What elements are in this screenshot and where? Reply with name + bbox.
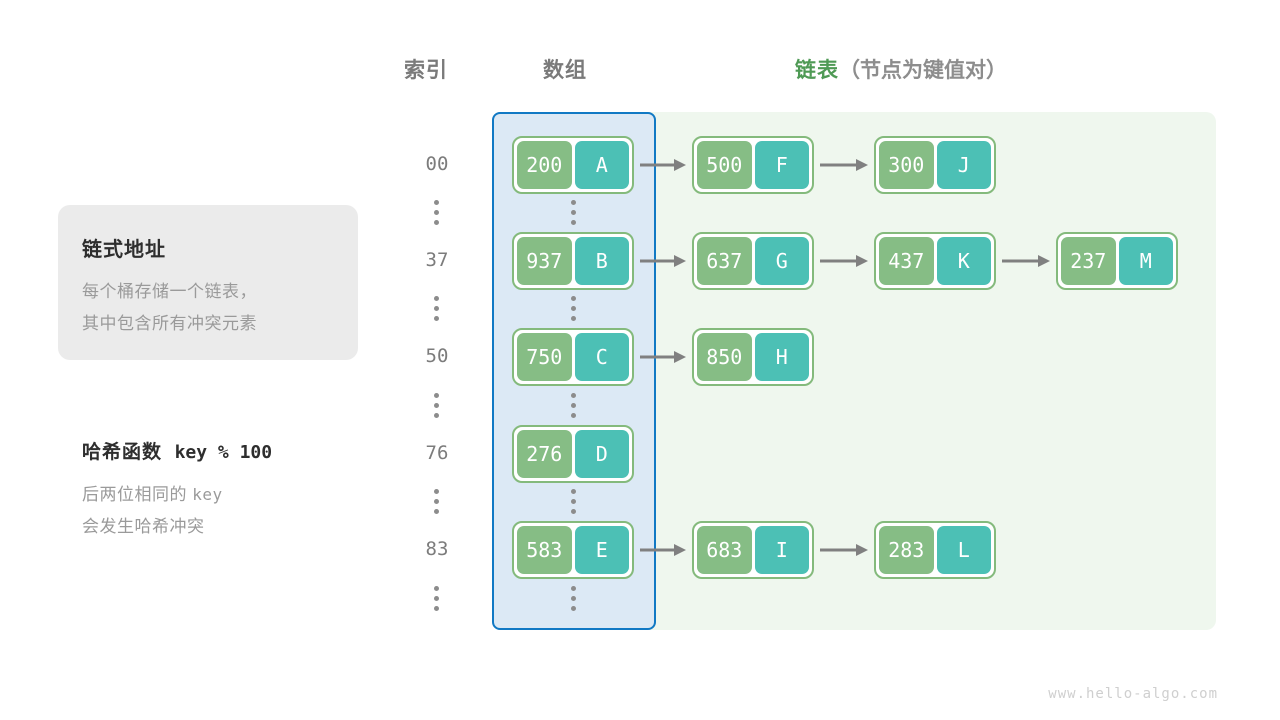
footer-watermark: www.hello-algo.com xyxy=(1048,686,1218,702)
node-value: E xyxy=(574,526,629,574)
header-linked-list-main: 链表 xyxy=(795,59,839,82)
array-ellipsis xyxy=(571,586,577,612)
chain-arrow-icon xyxy=(820,254,868,268)
info-card xyxy=(58,205,358,360)
header-index: 索引 xyxy=(404,59,448,82)
header-array: 数组 xyxy=(543,59,587,82)
node-value: I xyxy=(754,526,809,574)
node-key: 437 xyxy=(879,237,934,285)
node-value: L xyxy=(936,526,991,574)
node-key: 850 xyxy=(697,333,752,381)
index-ellipsis xyxy=(434,393,440,419)
node-key: 283 xyxy=(879,526,934,574)
header-linked-list-sub: （节点为键值对） xyxy=(839,59,1007,82)
chain-arrow-icon xyxy=(640,158,686,172)
info-card-line-2: 其中包含所有冲突元素 xyxy=(82,314,257,333)
chain-arrow-icon xyxy=(640,350,686,364)
chain-arrow-icon xyxy=(820,543,868,557)
node-key: 683 xyxy=(697,526,752,574)
hash-note-line-1: 后两位相同的 key xyxy=(82,479,223,511)
hash-note-line-1-mono: key xyxy=(192,485,223,504)
node-key: 583 xyxy=(517,526,572,574)
hash-note-line-1-prefix: 后两位相同的 xyxy=(82,485,193,504)
node-value: K xyxy=(936,237,991,285)
hash-note-body: 后两位相同的 key 会发生哈希冲突 xyxy=(82,479,223,543)
array-ellipsis xyxy=(571,393,577,419)
info-card-line-1: 每个桶存储一个链表， xyxy=(82,282,257,301)
node-key: 937 xyxy=(517,237,572,285)
hash-note-title: 哈希函数 key % 100 xyxy=(82,437,272,464)
index-ellipsis xyxy=(434,296,440,322)
node-value: H xyxy=(754,333,809,381)
hash-note-title-label: 哈希函数 xyxy=(82,442,163,463)
index-label: 50 xyxy=(425,345,449,367)
index-label: 76 xyxy=(425,442,449,464)
index-label: 83 xyxy=(425,538,449,560)
hash-note-formula: key % 100 xyxy=(174,442,273,463)
node-key: 200 xyxy=(517,141,572,189)
index-label: 00 xyxy=(425,153,449,175)
node-key: 276 xyxy=(517,430,572,478)
array-ellipsis xyxy=(571,200,577,226)
node-value: F xyxy=(754,141,809,189)
node-key: 300 xyxy=(879,141,934,189)
array-ellipsis xyxy=(571,489,577,515)
array-ellipsis xyxy=(571,296,577,322)
header-linked-list: 链表（节点为键值对） xyxy=(795,54,1007,84)
node-value: M xyxy=(1118,237,1173,285)
index-ellipsis xyxy=(434,200,440,226)
node-key: 750 xyxy=(517,333,572,381)
node-value: J xyxy=(936,141,991,189)
node-key: 237 xyxy=(1061,237,1116,285)
node-key: 500 xyxy=(697,141,752,189)
chain-arrow-icon xyxy=(640,254,686,268)
info-card-title: 链式地址 xyxy=(82,239,166,261)
hash-note-line-2: 会发生哈希冲突 xyxy=(82,517,205,536)
node-value: C xyxy=(574,333,629,381)
index-ellipsis xyxy=(434,586,440,612)
node-value: A xyxy=(574,141,629,189)
node-value: G xyxy=(754,237,809,285)
index-label: 37 xyxy=(425,249,449,271)
chain-arrow-icon xyxy=(820,158,868,172)
node-value: B xyxy=(574,237,629,285)
node-value: D xyxy=(574,430,629,478)
info-card-body: 每个桶存储一个链表， 其中包含所有冲突元素 xyxy=(82,276,257,340)
chain-arrow-icon xyxy=(640,543,686,557)
chain-arrow-icon xyxy=(1002,254,1050,268)
index-ellipsis xyxy=(434,489,440,515)
node-key: 637 xyxy=(697,237,752,285)
